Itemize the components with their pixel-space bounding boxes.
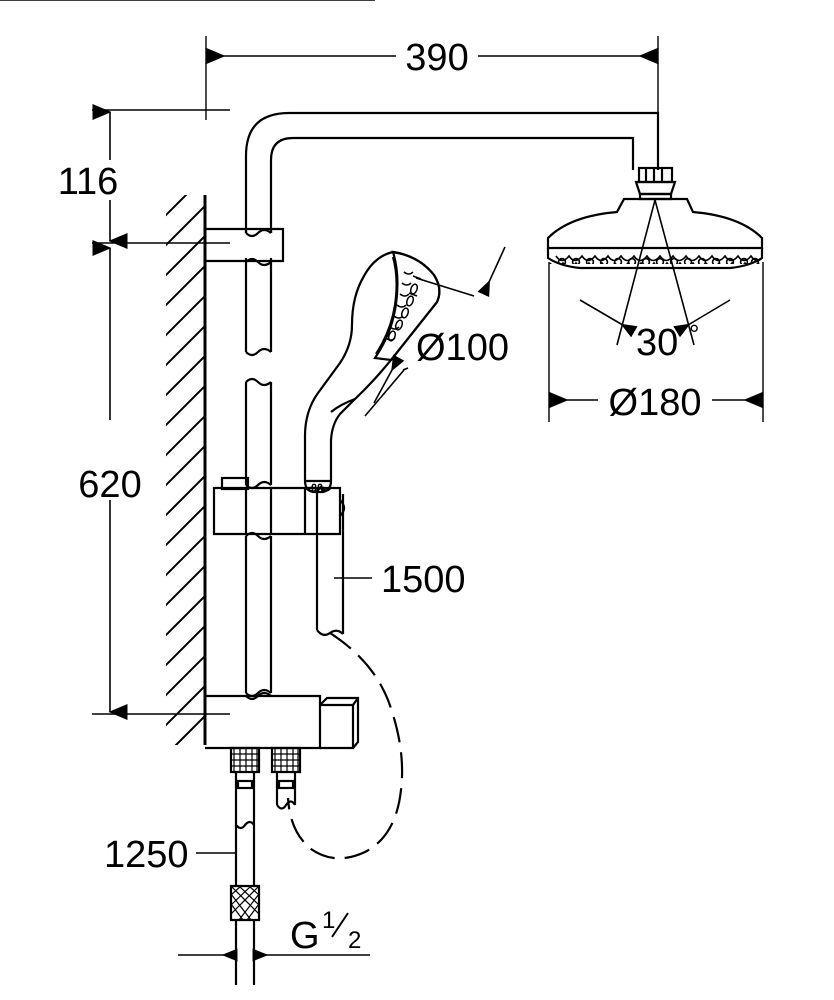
thread-numerator: 1: [322, 907, 335, 934]
dimension-label-1500: 1500: [381, 559, 466, 601]
dimension-label-620: 620: [78, 464, 141, 506]
dimension-g-half: [178, 930, 370, 985]
spray-angle-value: 30: [636, 322, 678, 364]
thread-denominator: 2: [348, 927, 361, 954]
dimension-116: [92, 104, 230, 249]
lower-supply-hose: [229, 825, 261, 985]
wall-section: [166, 195, 207, 745]
vertical-riser-rail: [244, 225, 273, 698]
dimension-label-d180: Ø180: [609, 382, 702, 424]
dimension-label-d100: Ø100: [416, 327, 509, 369]
hand-shower: [303, 250, 441, 494]
upper-wall-bracket: [205, 227, 285, 263]
dimension-30deg: [579, 199, 731, 346]
dimension-label-1250: 1250: [104, 834, 189, 876]
overhead-shower-head: [546, 197, 764, 270]
dimension-label-390: 390: [405, 37, 468, 79]
dimension-d180: [548, 262, 764, 422]
overhead-shower-arm: [244, 111, 660, 225]
shower-head-swivel-nut: [634, 166, 677, 201]
dimension-390: [205, 36, 659, 120]
thermostatic-valve-body: [205, 691, 360, 750]
degree-symbol: °: [689, 319, 699, 349]
dimension-620: [92, 240, 230, 720]
shower-hose: [286, 492, 404, 860]
dimension-label-g-half: G 1 2: [290, 907, 361, 957]
hand-shower-slider-holder: [212, 476, 346, 536]
dimension-label-116: 116: [58, 161, 119, 203]
dimension-label-30deg: 30 °: [636, 319, 699, 364]
dimension-d100-leaders: [0, 0, 506, 417]
knurled-inlet-connections: [229, 746, 302, 830]
thread-letter: G: [290, 915, 320, 957]
